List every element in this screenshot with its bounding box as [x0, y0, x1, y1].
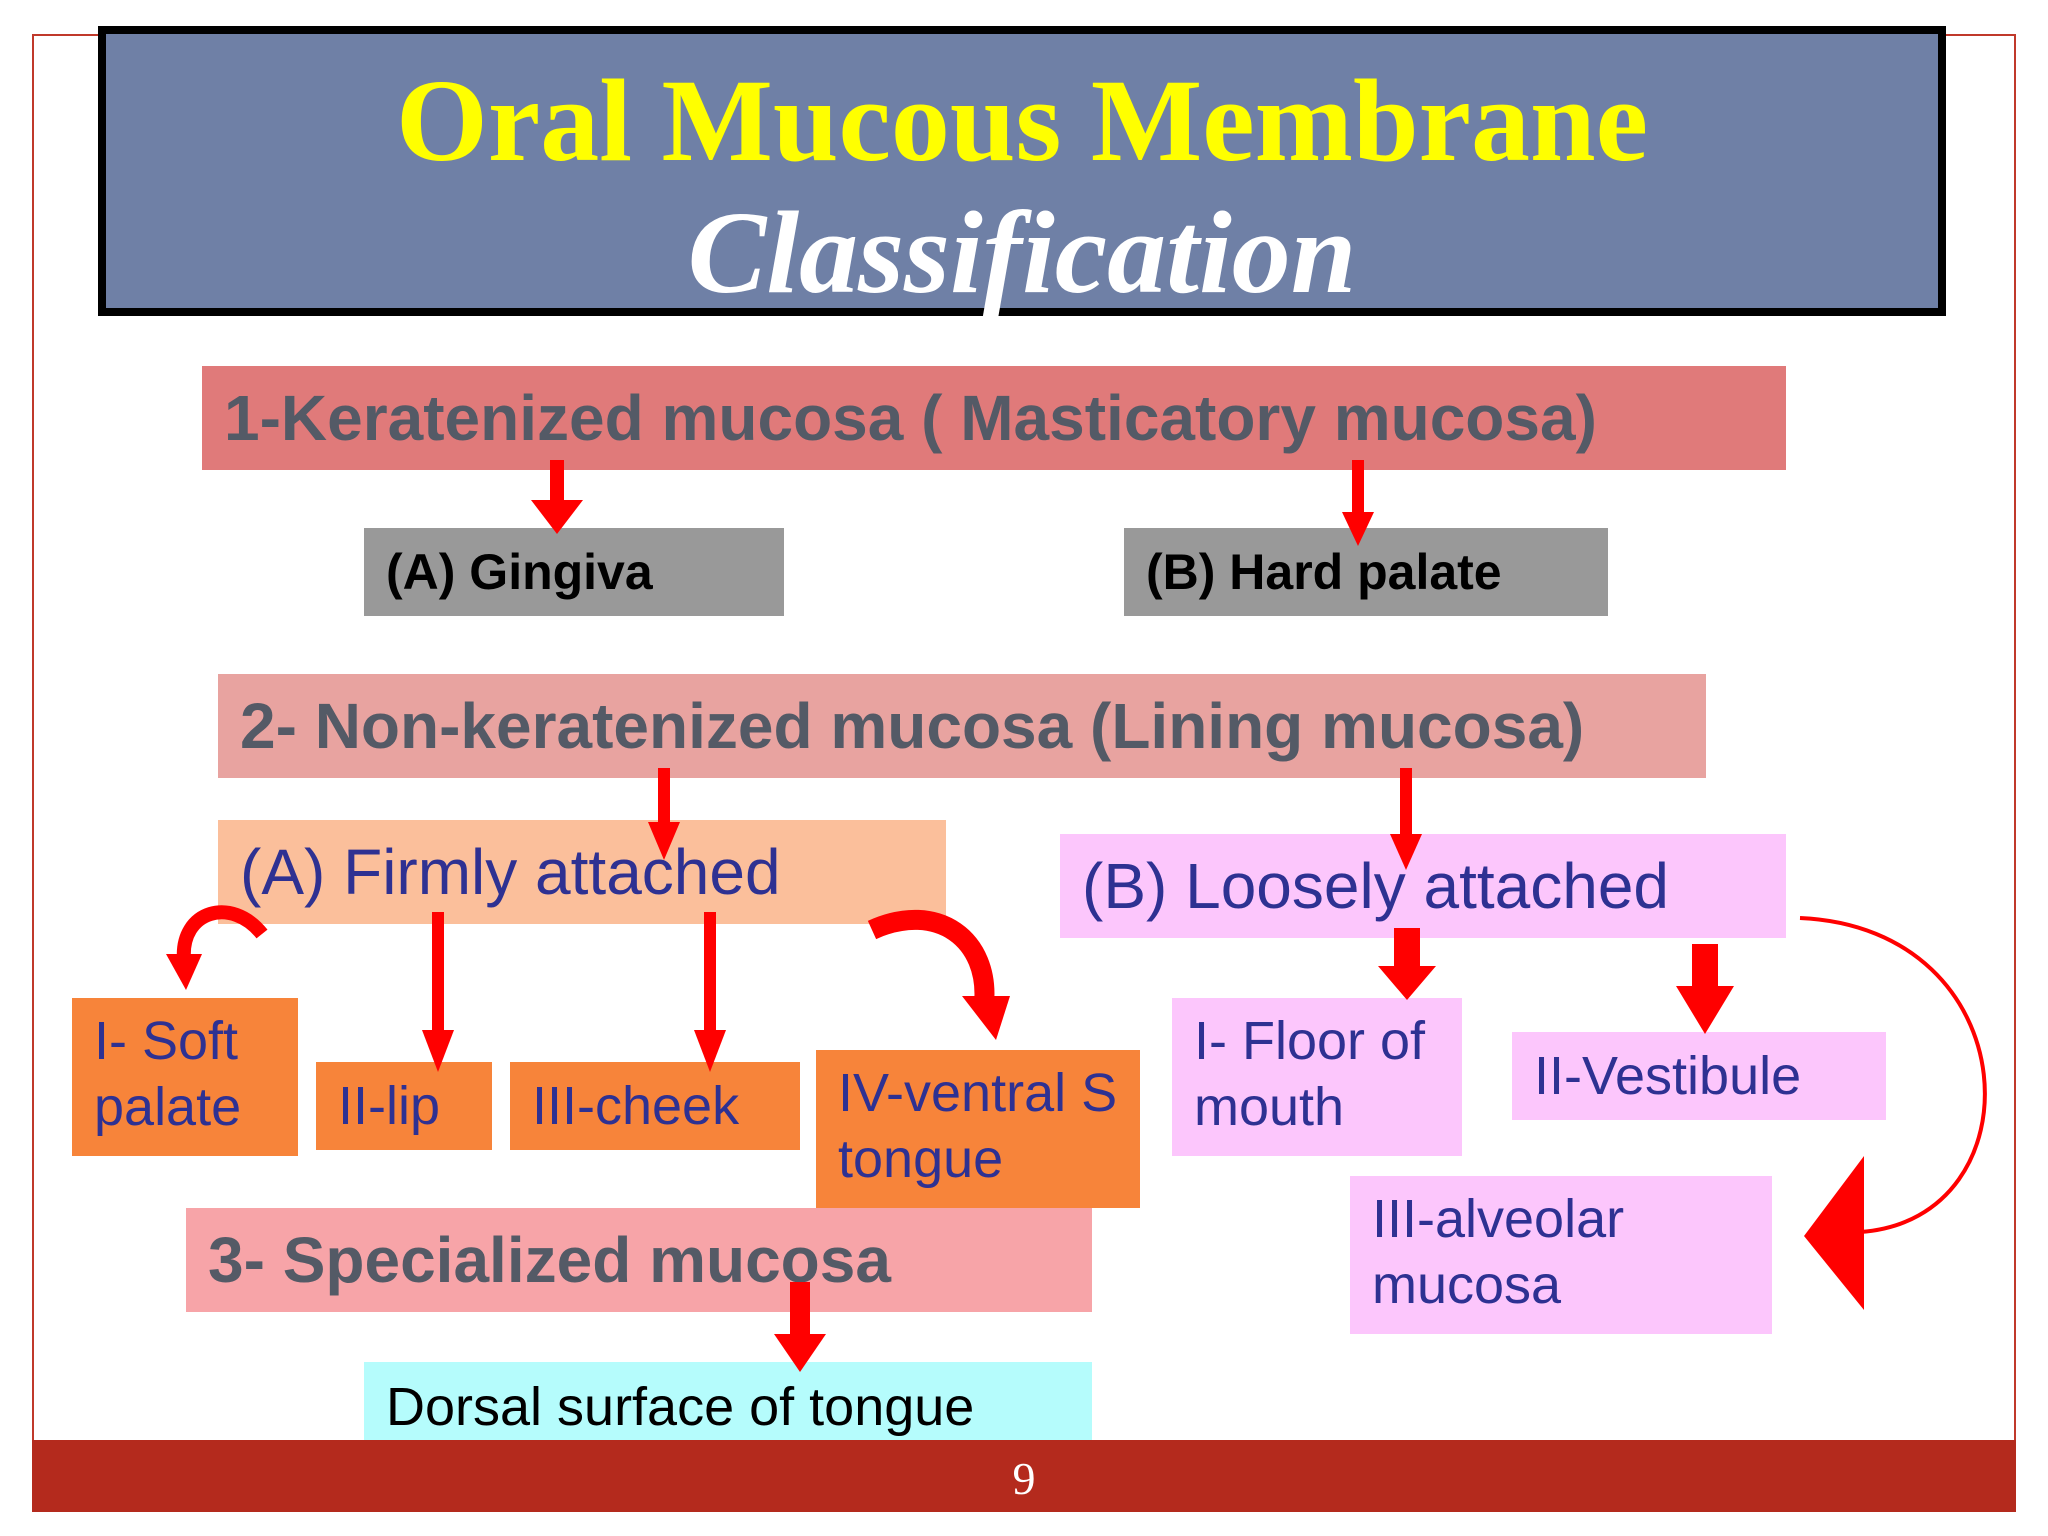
frame-left-line — [32, 34, 34, 1512]
arrow-to-cheek-icon — [694, 912, 726, 1072]
slide-subtitle: Classification — [687, 187, 1357, 318]
arrow-to-lip-icon — [422, 912, 454, 1072]
arrow-to-loosely-icon — [1390, 768, 1422, 870]
arrow-to-floor-icon — [1378, 928, 1436, 1000]
ventral-tongue-box: IV-ventral S tongue — [816, 1050, 1140, 1208]
specialized-heading: 3- Specialized mucosa — [186, 1208, 1092, 1312]
dorsal-tongue-box: Dorsal surface of tongue — [364, 1362, 1092, 1452]
curved-arrow-ventral-tongue-icon — [867, 910, 1010, 1040]
alveolar-mucosa-box: III-alveolar mucosa — [1350, 1176, 1772, 1334]
gingiva-box: (A) Gingiva — [364, 528, 784, 616]
loosely-attached-box: (B) Loosely attached — [1060, 834, 1786, 938]
vestibule-box: II-Vestibule — [1512, 1032, 1886, 1120]
firmly-attached-box: (A) Firmly attached — [218, 820, 946, 924]
curved-arrow-alveolar-icon — [1799, 916, 1987, 1234]
curved-arrow-soft-palate-icon — [166, 905, 268, 990]
title-banner: Oral Mucous Membrane Classification — [98, 26, 1946, 316]
non-keratinized-heading: 2- Non-keratenized mucosa (Lining mucosa… — [218, 674, 1706, 778]
keratinized-heading: 1-Keratenized mucosa ( Masticatory mucos… — [202, 366, 1786, 470]
floor-of-mouth-box: I- Floor of mouth — [1172, 998, 1462, 1156]
arrow-to-hard-palate-icon — [1342, 460, 1374, 546]
frame-right-line — [2014, 34, 2016, 1512]
lip-box: II-lip — [316, 1062, 492, 1150]
arrow-to-gingiva-icon — [531, 460, 583, 534]
arrow-to-dorsal-icon — [774, 1282, 826, 1372]
hard-palate-box: (B) Hard palate — [1124, 528, 1608, 616]
arrow-head-alveolar-icon — [1804, 1156, 1864, 1310]
arrow-to-vestibule-icon — [1676, 944, 1734, 1034]
arrow-to-firmly-icon — [648, 768, 680, 860]
footer-bar — [32, 1440, 2016, 1512]
cheek-box: III-cheek — [510, 1062, 800, 1150]
soft-palate-box: I- Soft palate — [72, 998, 298, 1156]
slide-title: Oral Mucous Membrane — [396, 55, 1648, 186]
page-number: 9 — [1012, 1453, 1036, 1504]
